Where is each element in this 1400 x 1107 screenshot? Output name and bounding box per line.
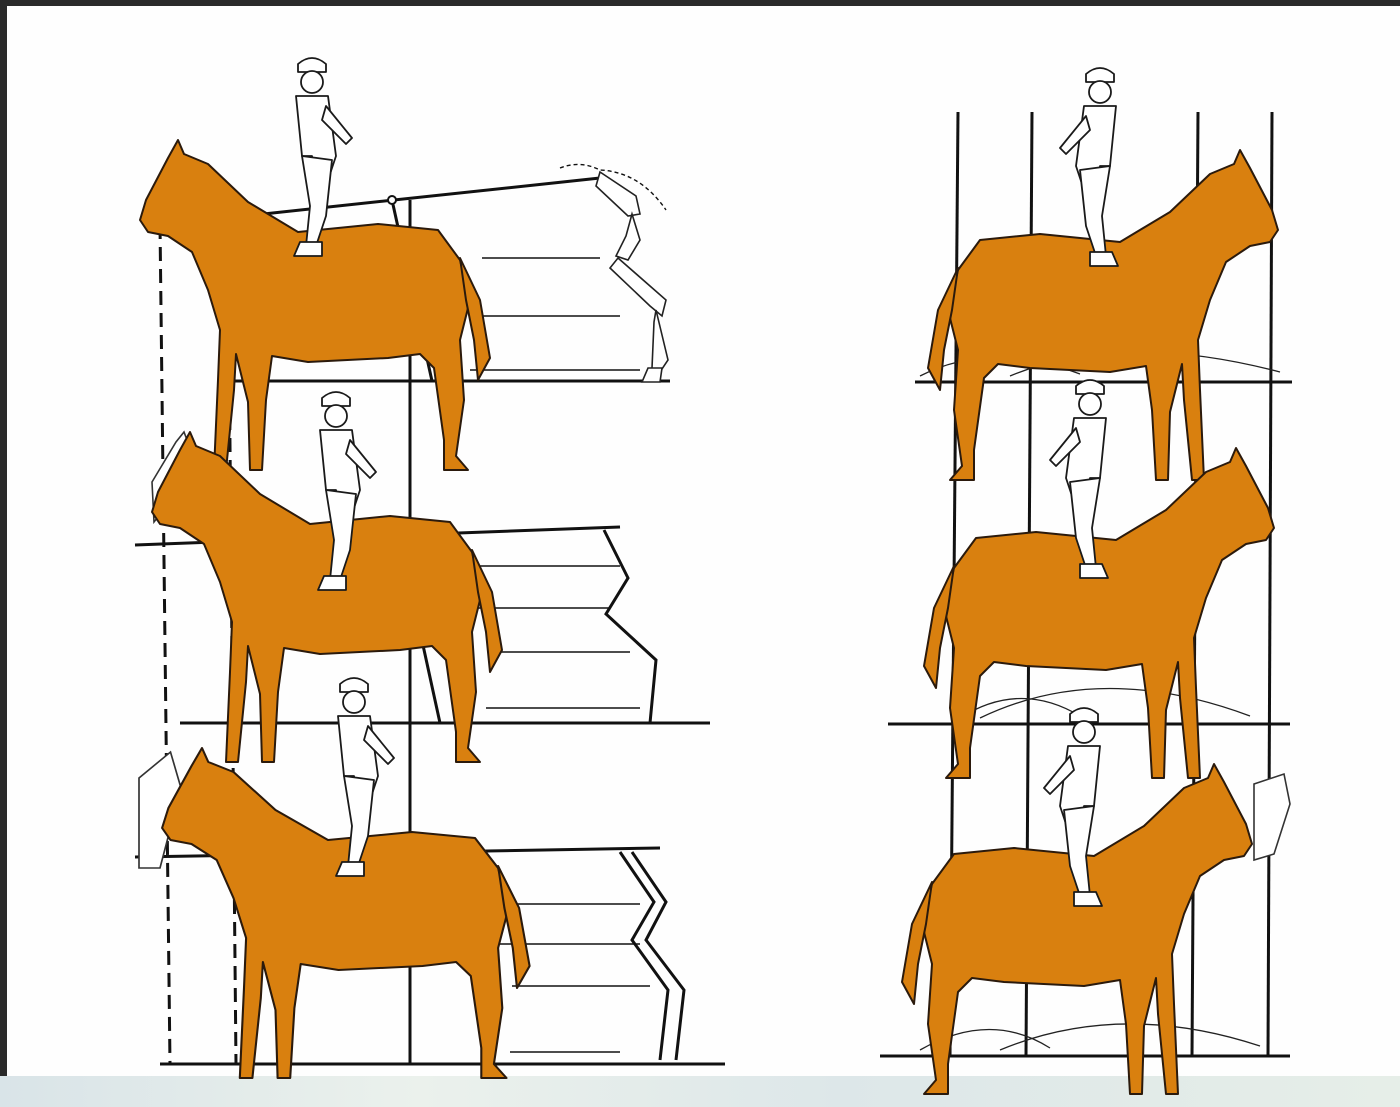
horse-figure [924,448,1274,778]
zigzag-line [604,530,656,723]
horse-figure [139,748,530,1078]
horse-figure [902,764,1290,1094]
zigzag-line [620,852,668,1060]
skeleton-leg [560,164,668,382]
rider-figure [294,58,352,256]
reference-line-dashed [160,225,170,1064]
